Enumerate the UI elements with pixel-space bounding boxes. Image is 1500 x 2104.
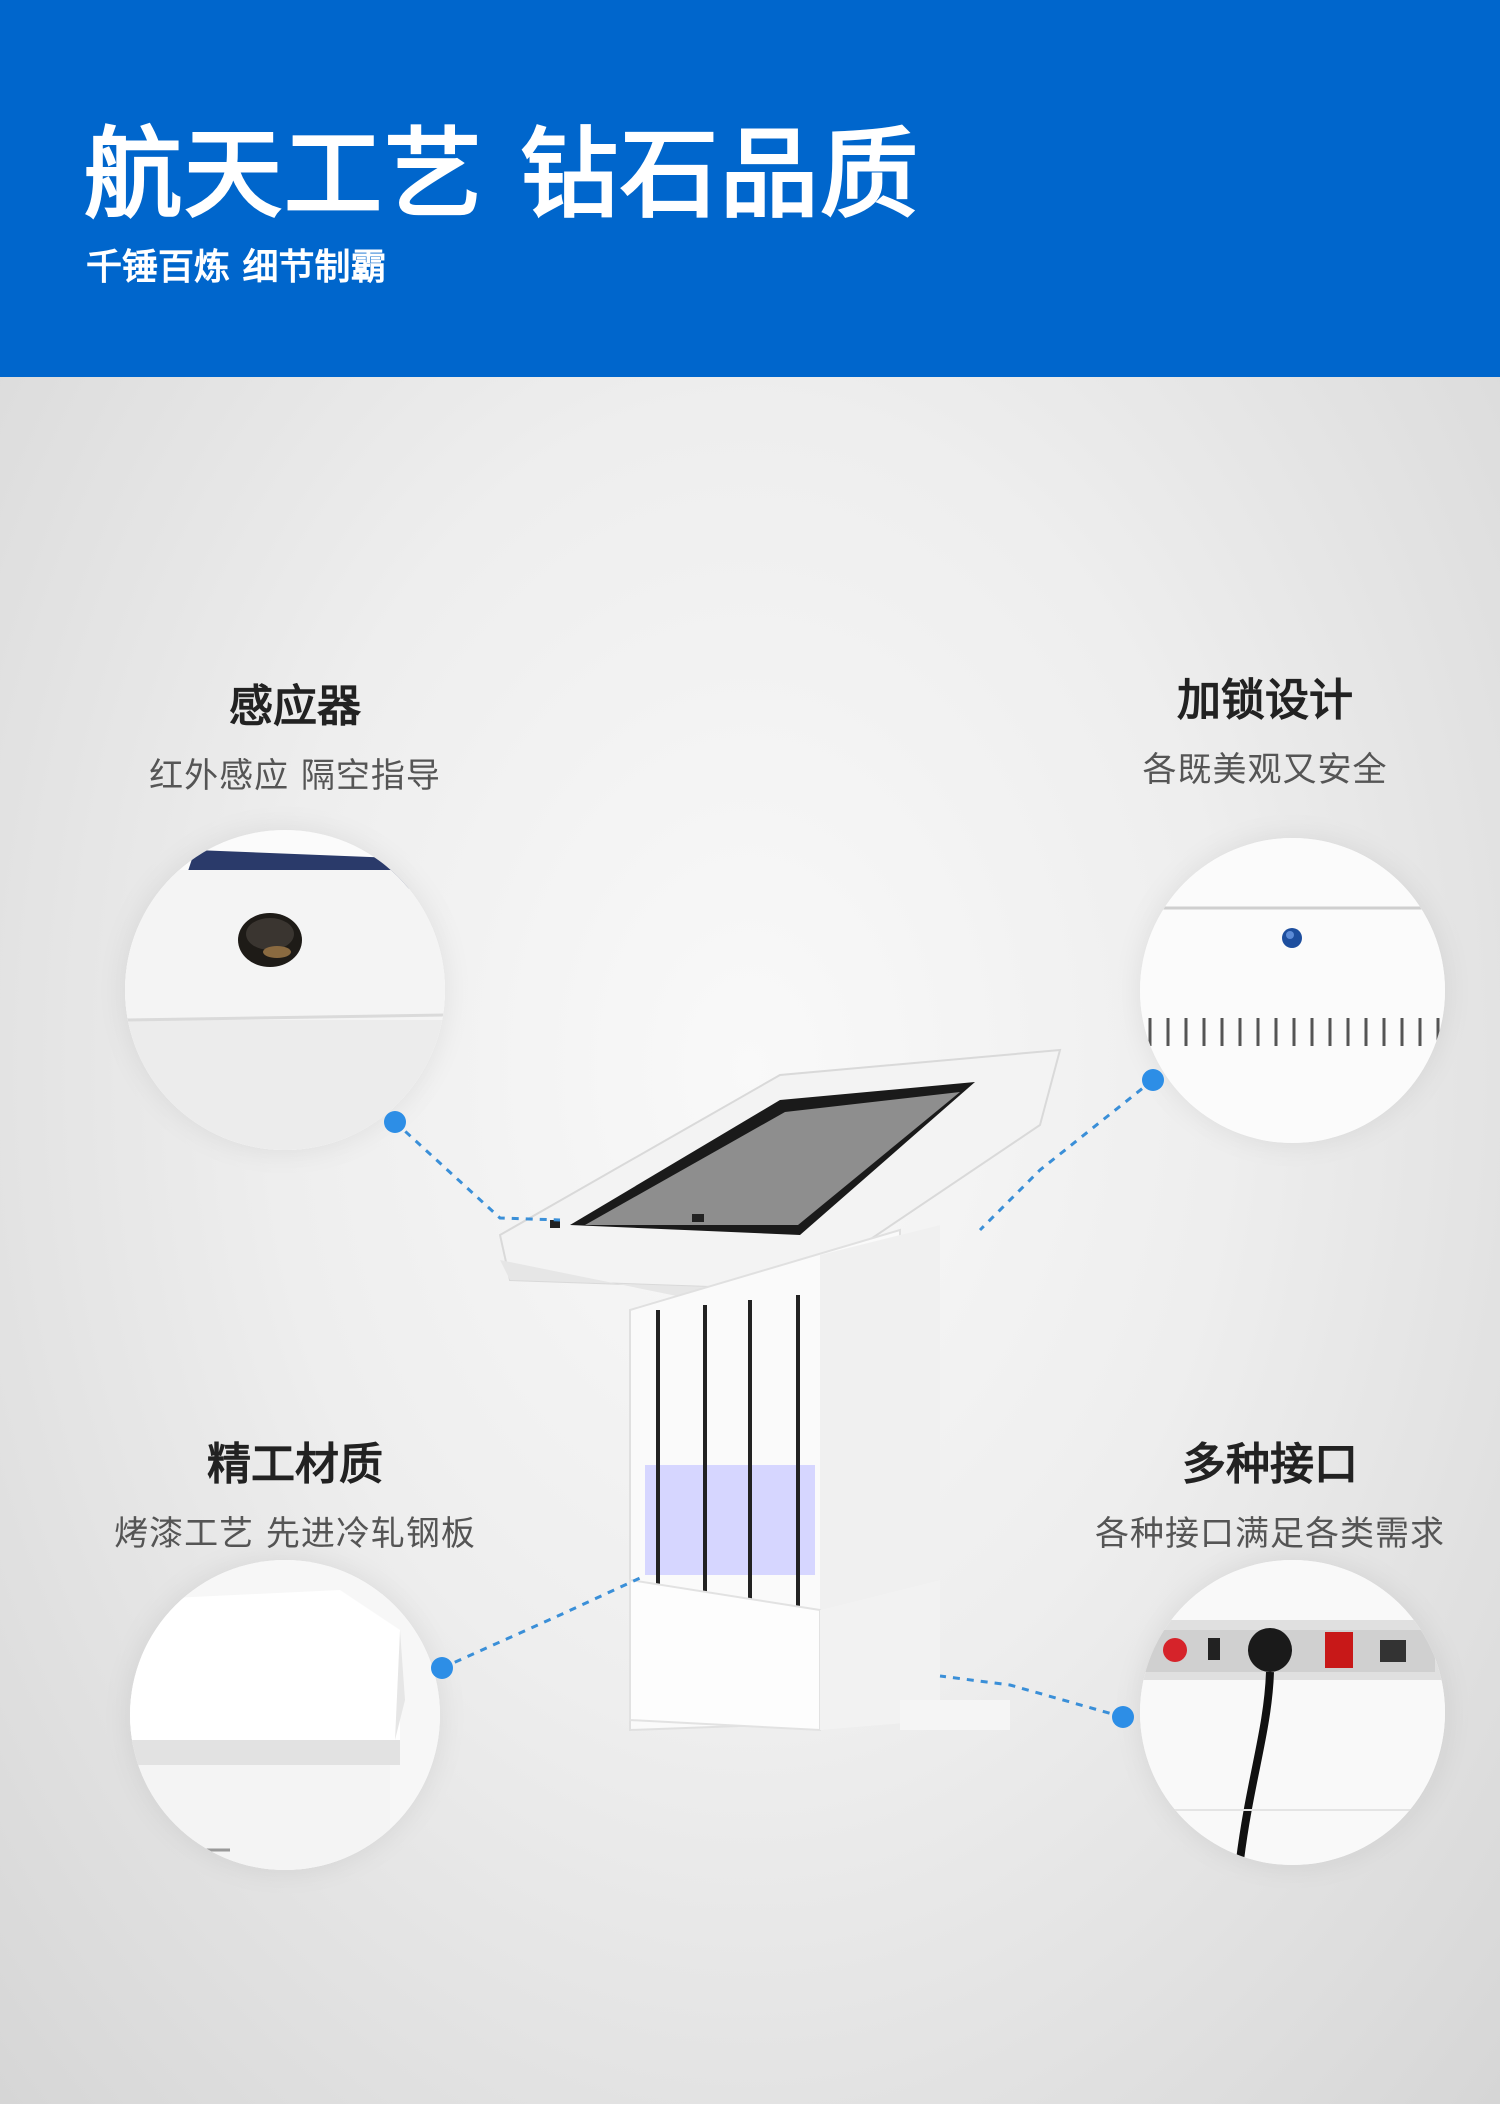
feature-ports-desc: 各种接口满足各类需求 xyxy=(1095,1514,1445,1554)
kiosk-product-image xyxy=(498,1048,1062,1732)
feature-sensor-title: 感应器 xyxy=(229,681,361,732)
page-subtitle: 千锤百炼 细节制霸 xyxy=(86,247,387,288)
material-detail-image xyxy=(130,1560,440,1870)
ports-detail-image xyxy=(1140,1560,1445,1865)
feature-lock-desc: 各既美观又安全 xyxy=(1142,750,1388,790)
feature-sensor: 感应器 红外感应 隔空指导 xyxy=(140,670,450,797)
sensor-detail-image xyxy=(125,830,445,1150)
feature-sensor-desc: 红外感应 隔空指导 xyxy=(149,756,441,796)
header-banner: 航天工艺 钻石品质 千锤百炼 细节制霸 xyxy=(0,0,1500,377)
page-title: 航天工艺 钻石品质 xyxy=(84,118,921,232)
feature-material: 精工材质 烤漆工艺 先进冷轧钢板 xyxy=(100,1428,490,1555)
feature-material-desc: 烤漆工艺 先进冷轧钢板 xyxy=(114,1514,476,1554)
feature-lock: 加锁设计 各既美观又安全 xyxy=(1110,664,1420,791)
feature-material-title: 精工材质 xyxy=(207,1439,383,1490)
feature-ports: 多种接口 各种接口满足各类需求 xyxy=(1080,1428,1460,1555)
lock-detail-image xyxy=(1140,838,1445,1143)
feature-ports-title: 多种接口 xyxy=(1182,1439,1358,1490)
feature-lock-title: 加锁设计 xyxy=(1177,675,1353,726)
